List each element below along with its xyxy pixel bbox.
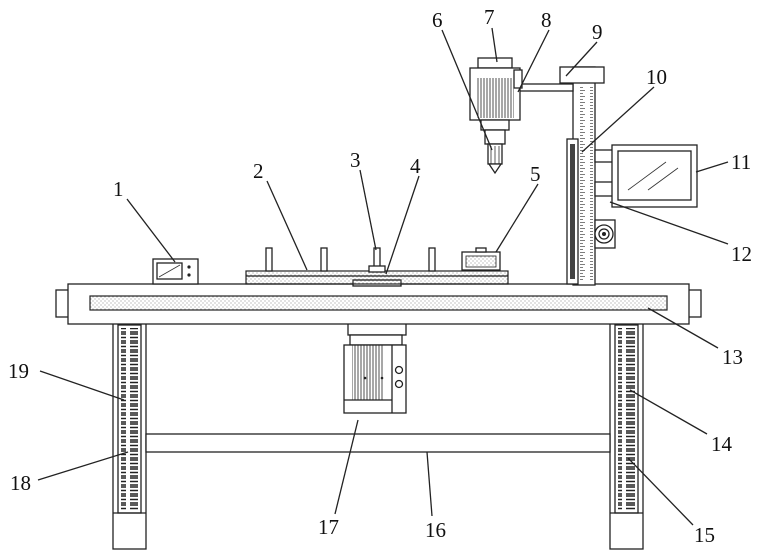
label-7: 7 (484, 5, 495, 29)
label-3: 3 (350, 148, 361, 172)
table-top (56, 280, 701, 324)
label-12: 12 (731, 242, 752, 266)
label-15: 15 (694, 523, 715, 547)
label-19: 19 (8, 359, 29, 383)
label-1: 1 (113, 177, 124, 201)
motor (344, 323, 406, 413)
right-leg (610, 323, 643, 549)
label-9: 9 (592, 20, 603, 44)
lower-crossbar (146, 434, 610, 452)
label-2: 2 (253, 159, 264, 183)
control-panel (153, 259, 198, 284)
label-8: 8 (541, 8, 552, 32)
display-unit (595, 145, 697, 248)
clamp-plate (246, 248, 508, 284)
label-5: 5 (530, 162, 541, 186)
label-18: 18 (10, 471, 31, 495)
label-6: 6 (432, 8, 443, 32)
label-14: 14 (711, 432, 733, 456)
label-17: 17 (318, 515, 339, 539)
label-4: 4 (410, 154, 421, 178)
label-13: 13 (722, 345, 743, 369)
label-10: 10 (646, 65, 667, 89)
label-11: 11 (731, 150, 751, 174)
label-16: 16 (425, 518, 446, 542)
left-leg (113, 323, 146, 549)
